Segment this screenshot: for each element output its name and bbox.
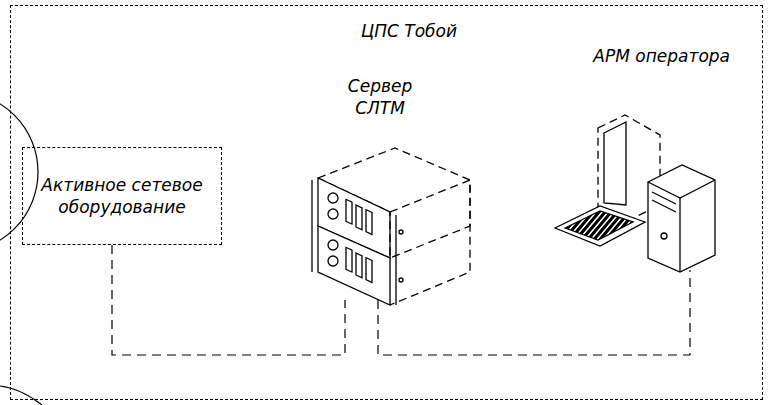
node-label: АРМ оператора: [535, 45, 730, 67]
equipment-box: Активное сетевое оборудование: [22, 147, 222, 245]
boundary-arc: [0, 386, 42, 405]
server-node: Сервер СЛТМ: [290, 75, 465, 300]
boundary-arc: [0, 92, 38, 252]
network-link: [112, 245, 345, 355]
server-symbol: [312, 148, 470, 305]
workstation-symbol: [555, 115, 715, 272]
node-label: Сервер СЛТМ: [345, 75, 415, 119]
network-link: [378, 270, 690, 355]
region-frame: ЦПС ТобойАктивное сетевое оборудование Се…: [10, 5, 763, 400]
node-label: Активное сетевое оборудование: [29, 174, 215, 218]
node-label: ЦПС Тобой: [361, 20, 457, 42]
workstation-node: АРМ оператора: [535, 45, 730, 270]
